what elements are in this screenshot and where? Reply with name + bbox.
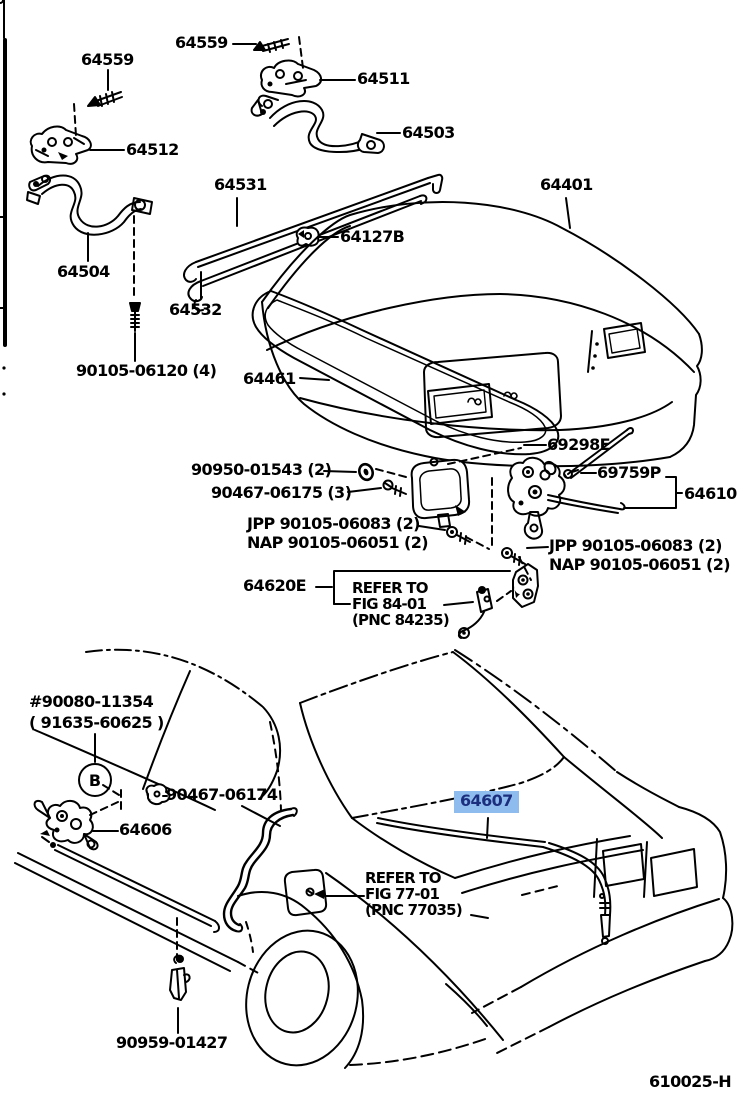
figure-code: 610025-H <box>649 1072 732 1091</box>
callout-jpp-nap-right[interactable]: JPP 90105-06083 (2) NAP 90105-06051 (2) <box>549 536 731 575</box>
hinge-64511-drawing <box>260 59 322 98</box>
callout-64503[interactable]: 64503 <box>402 123 455 142</box>
grommet-90950-01543-drawing <box>358 462 374 482</box>
bolt-64559-top-drawing <box>0 0 290 53</box>
callout-64511[interactable]: 64511 <box>357 69 410 88</box>
refer-note-fig-84-01[interactable]: REFER TO FIG 84-01 (PNC 84235) <box>352 579 450 629</box>
callout-64559-top[interactable]: 64559 <box>175 33 228 52</box>
torsion-bar-64531-drawing <box>183 173 444 283</box>
gasket-69298e-drawing <box>410 457 471 528</box>
callout-64607[interactable]: 64607 <box>454 791 519 813</box>
leader-lines <box>87 43 683 1034</box>
clip-69759p-drawing <box>563 469 579 479</box>
callout-64401[interactable]: 64401 <box>540 175 593 194</box>
callout-64461[interactable]: 64461 <box>243 369 296 388</box>
callout-90467-06174[interactable]: 90467-06174 <box>166 785 278 804</box>
lock-64610-drawing <box>507 427 635 540</box>
striker-64620e-drawing <box>512 563 539 608</box>
callout-64532[interactable]: 64532 <box>169 300 222 319</box>
clip-90959-01427-drawing <box>169 954 191 1001</box>
hinge-arm-64504-drawing <box>26 174 153 236</box>
callout-64559-left[interactable]: 64559 <box>81 50 134 69</box>
callout-64127b[interactable]: 64127B <box>340 227 405 246</box>
switch-84235-drawing <box>457 586 493 639</box>
hinge-arm-64503-drawing <box>250 94 385 154</box>
callout-90105-06120[interactable]: 90105-06120 (4) <box>76 361 217 380</box>
callout-64531[interactable]: 64531 <box>214 175 267 194</box>
callout-jpp-nap-left[interactable]: JPP 90105-06083 (2) NAP 90105-06051 (2) <box>247 514 429 553</box>
callout-90950-01543[interactable]: 90950-01543 (2) <box>191 460 332 479</box>
torsion-bar-64532-drawing <box>187 194 428 312</box>
callout-69759p[interactable]: 69759P <box>597 463 661 482</box>
screw-90467-06175-drawing <box>382 479 407 497</box>
callout-90467-06175[interactable]: 90467-06175 (3) <box>211 483 352 502</box>
detail-marker-b: B <box>78 763 112 797</box>
hinge-64512-drawing <box>29 125 92 165</box>
latch-64606-drawing <box>33 800 99 851</box>
car-body-drawing <box>14 648 734 1069</box>
callout-64606[interactable]: 64606 <box>119 820 172 839</box>
bolt-90105-06120-drawing <box>129 302 141 332</box>
detail-marker-b-letter: B <box>88 770 102 790</box>
lock-cable-64607-drawing <box>40 817 612 945</box>
callout-64504[interactable]: 64504 <box>57 262 110 281</box>
callout-64512[interactable]: 64512 <box>126 140 179 159</box>
weatherstrip-64461-drawing <box>251 290 560 456</box>
callout-90959-01427[interactable]: 90959-01427 <box>116 1033 228 1052</box>
page-edge-line <box>0 0 7 396</box>
dashed-connectors <box>73 36 532 961</box>
callout-64620e[interactable]: 64620E <box>243 576 307 595</box>
clip-90467-06174-drawing <box>145 783 171 806</box>
trunk-lid-64401-drawing <box>261 201 703 468</box>
bolt-jpp-left-drawing <box>446 526 471 545</box>
bolt-64559-left-drawing <box>87 91 123 107</box>
callout-69298e[interactable]: 69298E <box>547 435 611 454</box>
callout-64610[interactable]: 64610 <box>684 484 737 503</box>
callout-90080-11354[interactable]: #90080-11354 ( 91635-60625 ) <box>29 692 164 733</box>
clip-64127b-drawing <box>295 226 320 247</box>
refer-note-fig-77-01[interactable]: REFER TO FIG 77-01 (PNC 77035) <box>365 869 463 919</box>
